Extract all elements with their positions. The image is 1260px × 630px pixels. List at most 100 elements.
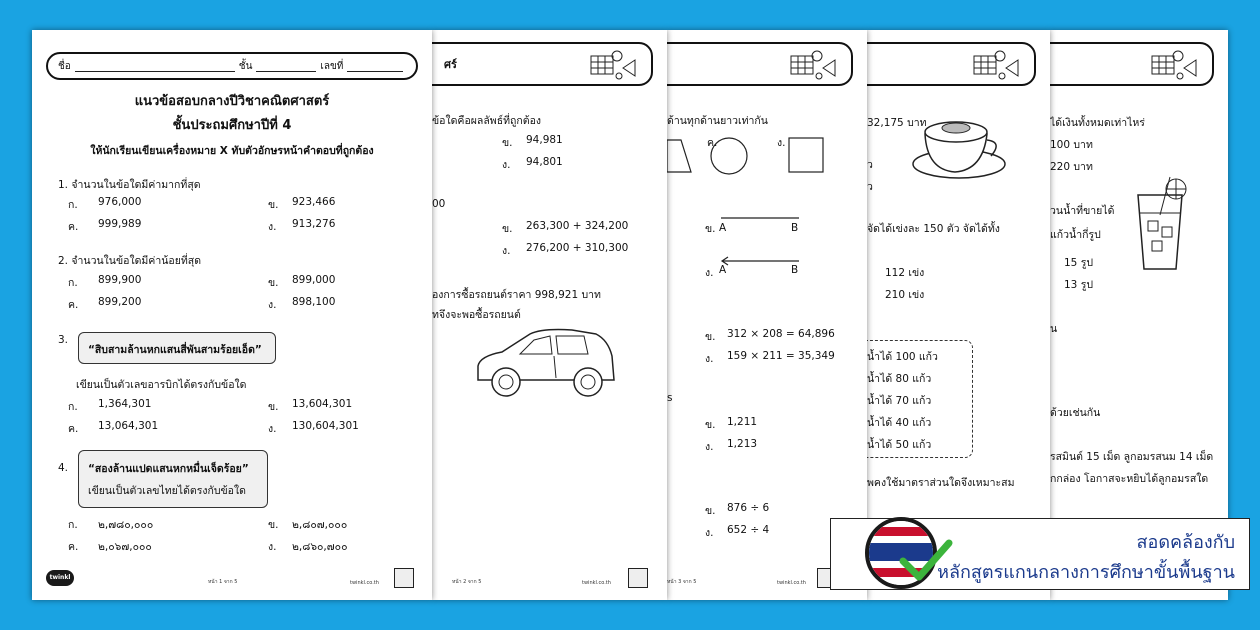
option-value: 1,364,301 [98, 398, 152, 410]
option-value: 312 × 208 = 64,896 [727, 328, 835, 340]
question-2: 2. จำนวนในข้อใดมีค่าน้อยที่สุด [58, 255, 202, 267]
text-line: 220 บาท [1050, 161, 1093, 173]
worksheet-page-1: ชื่อ ชั้น เลขที่ แนวข้อสอบกลางปีวิชาคณิต… [32, 30, 432, 600]
text-line: ทจึงจะพอซื้อรถยนต์ [432, 309, 521, 321]
text-line: ด้านทุกด้านยาวเท่ากัน [667, 115, 768, 127]
text-line: s [667, 392, 673, 404]
option-text: น้ำได้ 40 แก้ว [867, 417, 932, 429]
option-value: 898,100 [292, 296, 336, 308]
math-clipart-icon [1151, 50, 1197, 80]
footer-page-number: หน้า 3 จาก 5 [667, 579, 697, 585]
option-label: ข. [502, 137, 513, 149]
point-label: A [719, 264, 727, 276]
text-line: องการซื้อรถยนต์ราคา 998,921 บาท [432, 289, 601, 301]
option-value: 94,981 [526, 134, 563, 146]
badge-line-1: สอดคล้องกับ [1136, 532, 1235, 553]
question-3-prompt: “สิบสามล้านหกแสนสี่พันสามร้อยเอ็ด” [88, 344, 262, 356]
option-label[interactable]: ก. [68, 277, 78, 289]
option-text: น้ำได้ 50 แก้ว [867, 439, 932, 451]
text-line: 100 บาท [1050, 139, 1093, 151]
option-label[interactable]: ค. [68, 221, 79, 233]
point-label: B [791, 222, 799, 234]
car-image [477, 328, 615, 397]
text-line: รสมินต์ 15 เม็ด ลูกอมรสนม 14 เม็ด [1050, 451, 1214, 463]
footer-site: twinkl.co.th [350, 580, 379, 586]
option-label[interactable]: ง. [268, 221, 277, 233]
question-1: 1. จำนวนในข้อใดมีค่ามากที่สุด [58, 179, 201, 191]
student-info-header: ชื่อ ชั้น เลขที่ [46, 52, 418, 80]
question-3-number: 3. [58, 334, 69, 346]
text-line: 112 เข่ง [885, 267, 925, 279]
option-value: 652 ÷ 4 [727, 524, 770, 536]
option-label: ข. [502, 223, 513, 235]
text-line: น [1050, 323, 1058, 335]
option-label[interactable]: ข. [268, 277, 279, 289]
option-label[interactable]: ง. [268, 541, 277, 553]
option-label: ง. [705, 353, 714, 365]
option-label[interactable]: ก. [68, 199, 78, 211]
option-value: 13,064,301 [98, 420, 159, 432]
instruction: ให้นักเรียนเขียนเครื่องหมาย X ทับตัวอักษ… [90, 145, 374, 157]
option-value: 899,200 [98, 296, 142, 308]
option-label: ข. [705, 419, 716, 431]
footer-page-number: หน้า 2 จาก 5 [452, 579, 482, 585]
math-clipart-icon [973, 50, 1019, 80]
coffee-cup-image [912, 121, 1006, 179]
grade-field[interactable] [256, 61, 317, 72]
question-4-text: เขียนเป็นตัวเลขไทยได้ตรงกับข้อใด [88, 485, 246, 497]
grade-label: ชั้น [238, 60, 253, 72]
option-label[interactable]: ค. [68, 299, 79, 311]
option-label: ข. [705, 505, 716, 517]
option-value: 1,211 [727, 416, 758, 428]
option-value: 1,213 [727, 438, 758, 450]
text-line: กกล่อง โอกาสจะหยิบได้ลูกอมรสใด [1050, 473, 1209, 485]
option-value: ๒,๐๖๗,๐๐๐ [98, 541, 152, 553]
option-label[interactable]: ก. [68, 401, 78, 413]
footer-badge-icon [628, 568, 648, 588]
text-line: ว [867, 159, 873, 171]
number-label: เลขที่ [320, 60, 344, 72]
name-field[interactable] [74, 61, 235, 72]
line-segment [721, 217, 799, 219]
option-text: น้ำได้ 70 แก้ว [867, 395, 932, 407]
twinkl-logo: twinkl [46, 570, 74, 586]
page-subtitle: ชั้นประถมศึกษาปีที่ 4 [172, 118, 292, 133]
question-3-box [78, 332, 276, 364]
option-value: 899,900 [98, 274, 142, 286]
name-label: ชื่อ [58, 60, 71, 72]
option-label[interactable]: ข. [268, 519, 279, 531]
answer-options-box [867, 340, 973, 458]
option-label: ง. [777, 137, 786, 149]
worksheet-page-4: 32,175 บาท ว ว จัดได้เข่งละ 150 ตัว จัดไ… [867, 30, 1050, 600]
option-value: 13,604,301 [292, 398, 353, 410]
option-label[interactable]: ง. [268, 299, 277, 311]
option-label[interactable]: ข. [268, 199, 279, 211]
math-clipart-icon [790, 50, 836, 80]
math-clipart-icon [590, 50, 636, 80]
worksheet-page-5: ได้เงินทั้งหมดเท่าไหร่ 100 บาท 220 บาท ว… [1050, 30, 1228, 600]
option-label: ค. [707, 137, 718, 149]
text-line: แก้วน้ำกี่รูป [1050, 229, 1101, 241]
option-label[interactable]: ข. [268, 401, 279, 413]
shapes-figure [667, 137, 824, 175]
question-3-text: เขียนเป็นตัวเลขอารบิกได้ตรงกับข้อใด [76, 379, 247, 391]
text-line: พคงใช้มาตราส่วนใดจึงเหมาะสม [867, 477, 1015, 489]
page-header [867, 42, 1036, 86]
option-value: 976,000 [98, 196, 142, 208]
option-label[interactable]: ก. [68, 519, 78, 531]
number-field[interactable] [347, 61, 404, 72]
text-line: 00 [432, 198, 446, 210]
header-title-fragment: ศร์ [444, 58, 457, 71]
text-line: จัดได้เข่งละ 150 ตัว จัดได้ทั้ง [867, 223, 1000, 235]
option-label[interactable]: ค. [68, 541, 79, 553]
option-label: ข. [705, 223, 716, 235]
option-label: ข. [705, 331, 716, 343]
option-value: ๒,๘๖๐,๗๐๐ [292, 541, 348, 553]
option-text: น้ำได้ 100 แก้ว [867, 351, 938, 363]
option-label[interactable]: ง. [268, 423, 277, 435]
option-label[interactable]: ค. [68, 423, 79, 435]
option-label: ง. [502, 159, 511, 171]
option-label: ง. [705, 441, 714, 453]
worksheet-page-3: ด้านทุกด้านยาวเท่ากัน ค. ง. ข. A B ง. A … [667, 30, 867, 600]
option-value: 899,000 [292, 274, 336, 286]
